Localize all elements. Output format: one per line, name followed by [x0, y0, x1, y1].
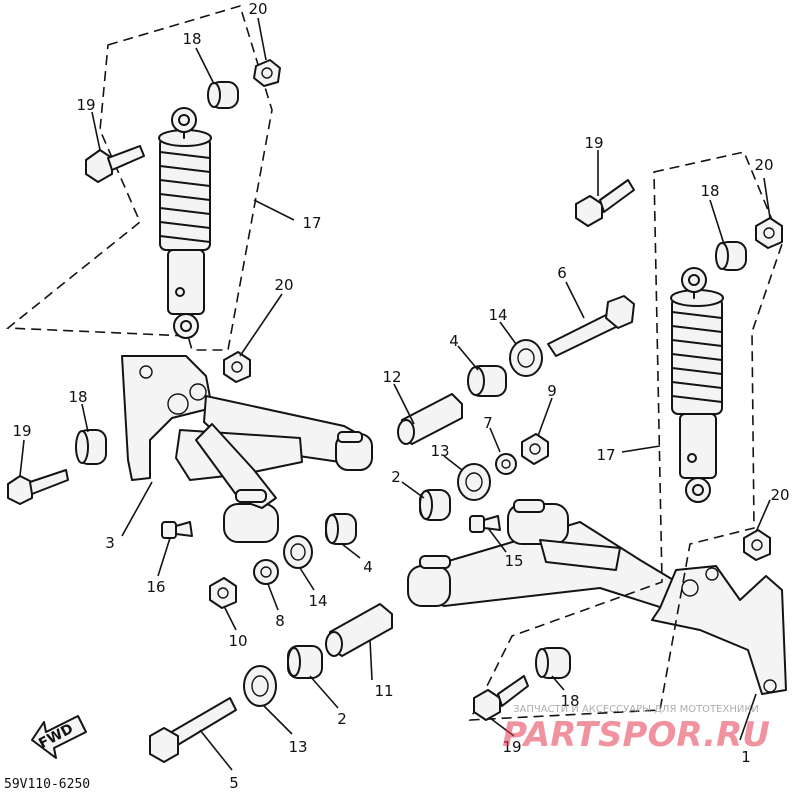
- left-lower-bush: [75, 429, 107, 465]
- left-frame-bracket: [121, 355, 213, 481]
- callout-4: 4: [363, 558, 373, 576]
- callout-9: 9: [547, 382, 557, 400]
- callout-14: 14: [308, 592, 327, 610]
- left-upper-nut: [253, 59, 281, 87]
- callout-13: 13: [430, 442, 449, 460]
- washer-7: [495, 453, 517, 475]
- callout-17: 17: [302, 214, 321, 232]
- callout-10: 10: [228, 632, 247, 650]
- left-lower-bolt: [7, 469, 69, 505]
- right-frame-bracket: [651, 565, 787, 695]
- callout-13: 13: [288, 738, 307, 756]
- right-lower-nut: [743, 529, 771, 561]
- callout-14: 14: [488, 306, 507, 324]
- grease-nipple-16: [161, 521, 193, 539]
- seal-13-upper: [457, 463, 491, 501]
- collar-11: [325, 603, 393, 657]
- watermark: ЗАПЧАСТИ И АКСЕССУАРЫ ДЛЯ МОТОТЕХНИКИ PA…: [502, 704, 770, 755]
- upper-arm: [175, 395, 373, 543]
- callout-20: 20: [248, 0, 267, 18]
- right-upper-bush: [715, 241, 747, 271]
- bush-2-upper: [419, 489, 451, 521]
- bush-2-lower: [287, 645, 323, 679]
- callout-18: 18: [182, 30, 201, 48]
- callout-18: 18: [700, 182, 719, 200]
- collar-12: [397, 393, 463, 445]
- left-lower-nut: [223, 351, 251, 383]
- callout-2: 2: [391, 468, 401, 486]
- bolt-6: [547, 295, 635, 357]
- seal-13-lower: [243, 665, 277, 707]
- left-shock-absorber: [5, 5, 273, 351]
- callout-2: 2: [337, 710, 347, 728]
- nut-9: [521, 433, 549, 465]
- watermark-brand: PARTSPOR.RU: [502, 715, 770, 755]
- bush-4-upper: [467, 365, 507, 397]
- callout-3: 3: [105, 534, 115, 552]
- right-upper-nut: [755, 217, 783, 249]
- callout-20: 20: [754, 156, 773, 174]
- callout-19: 19: [76, 96, 95, 114]
- grease-nipple-15: [469, 515, 501, 533]
- callout-16: 16: [146, 578, 165, 596]
- forward-direction-arrow: FWD: [31, 715, 87, 759]
- callout-18: 18: [68, 388, 87, 406]
- right-lower-bolt: [473, 675, 529, 721]
- callout-6: 6: [557, 264, 567, 282]
- callout-5: 5: [229, 774, 239, 792]
- lower-arm: [407, 499, 691, 617]
- diagram-part-number: 59V110-6250: [4, 777, 90, 792]
- seal-14-lower: [283, 535, 313, 569]
- callout-18: 18: [560, 692, 579, 710]
- callout-labels: 20 18 19 17 20 18 19 3 16 10 8 14 4 11 2…: [12, 0, 789, 792]
- callout-4: 4: [449, 332, 459, 350]
- seal-14-upper: [509, 339, 543, 377]
- right-shock-absorber: [468, 151, 783, 721]
- nut-10: [209, 577, 237, 609]
- callout-19: 19: [12, 422, 31, 440]
- callout-11: 11: [374, 682, 393, 700]
- leader-lines: [19, 17, 771, 771]
- callout-8: 8: [275, 612, 285, 630]
- callout-19: 19: [584, 134, 603, 152]
- watermark-tagline: ЗАПЧАСТИ И АКСЕССУАРЫ ДЛЯ МОТОТЕХНИКИ: [513, 704, 759, 715]
- callout-17: 17: [596, 446, 615, 464]
- left-upper-bush: [207, 81, 239, 109]
- right-upper-bolt: [575, 179, 635, 227]
- washer-8: [253, 559, 279, 585]
- callout-7: 7: [483, 414, 493, 432]
- callout-1: 1: [741, 748, 751, 766]
- callout-20: 20: [274, 276, 293, 294]
- bush-4-lower: [325, 513, 357, 545]
- right-lower-bush: [535, 647, 571, 679]
- callout-15: 15: [504, 552, 523, 570]
- left-upper-bolt: [85, 145, 145, 183]
- callout-12: 12: [382, 368, 401, 386]
- bolt-5: [149, 697, 237, 763]
- callout-19: 19: [502, 738, 521, 756]
- callout-20: 20: [770, 486, 789, 504]
